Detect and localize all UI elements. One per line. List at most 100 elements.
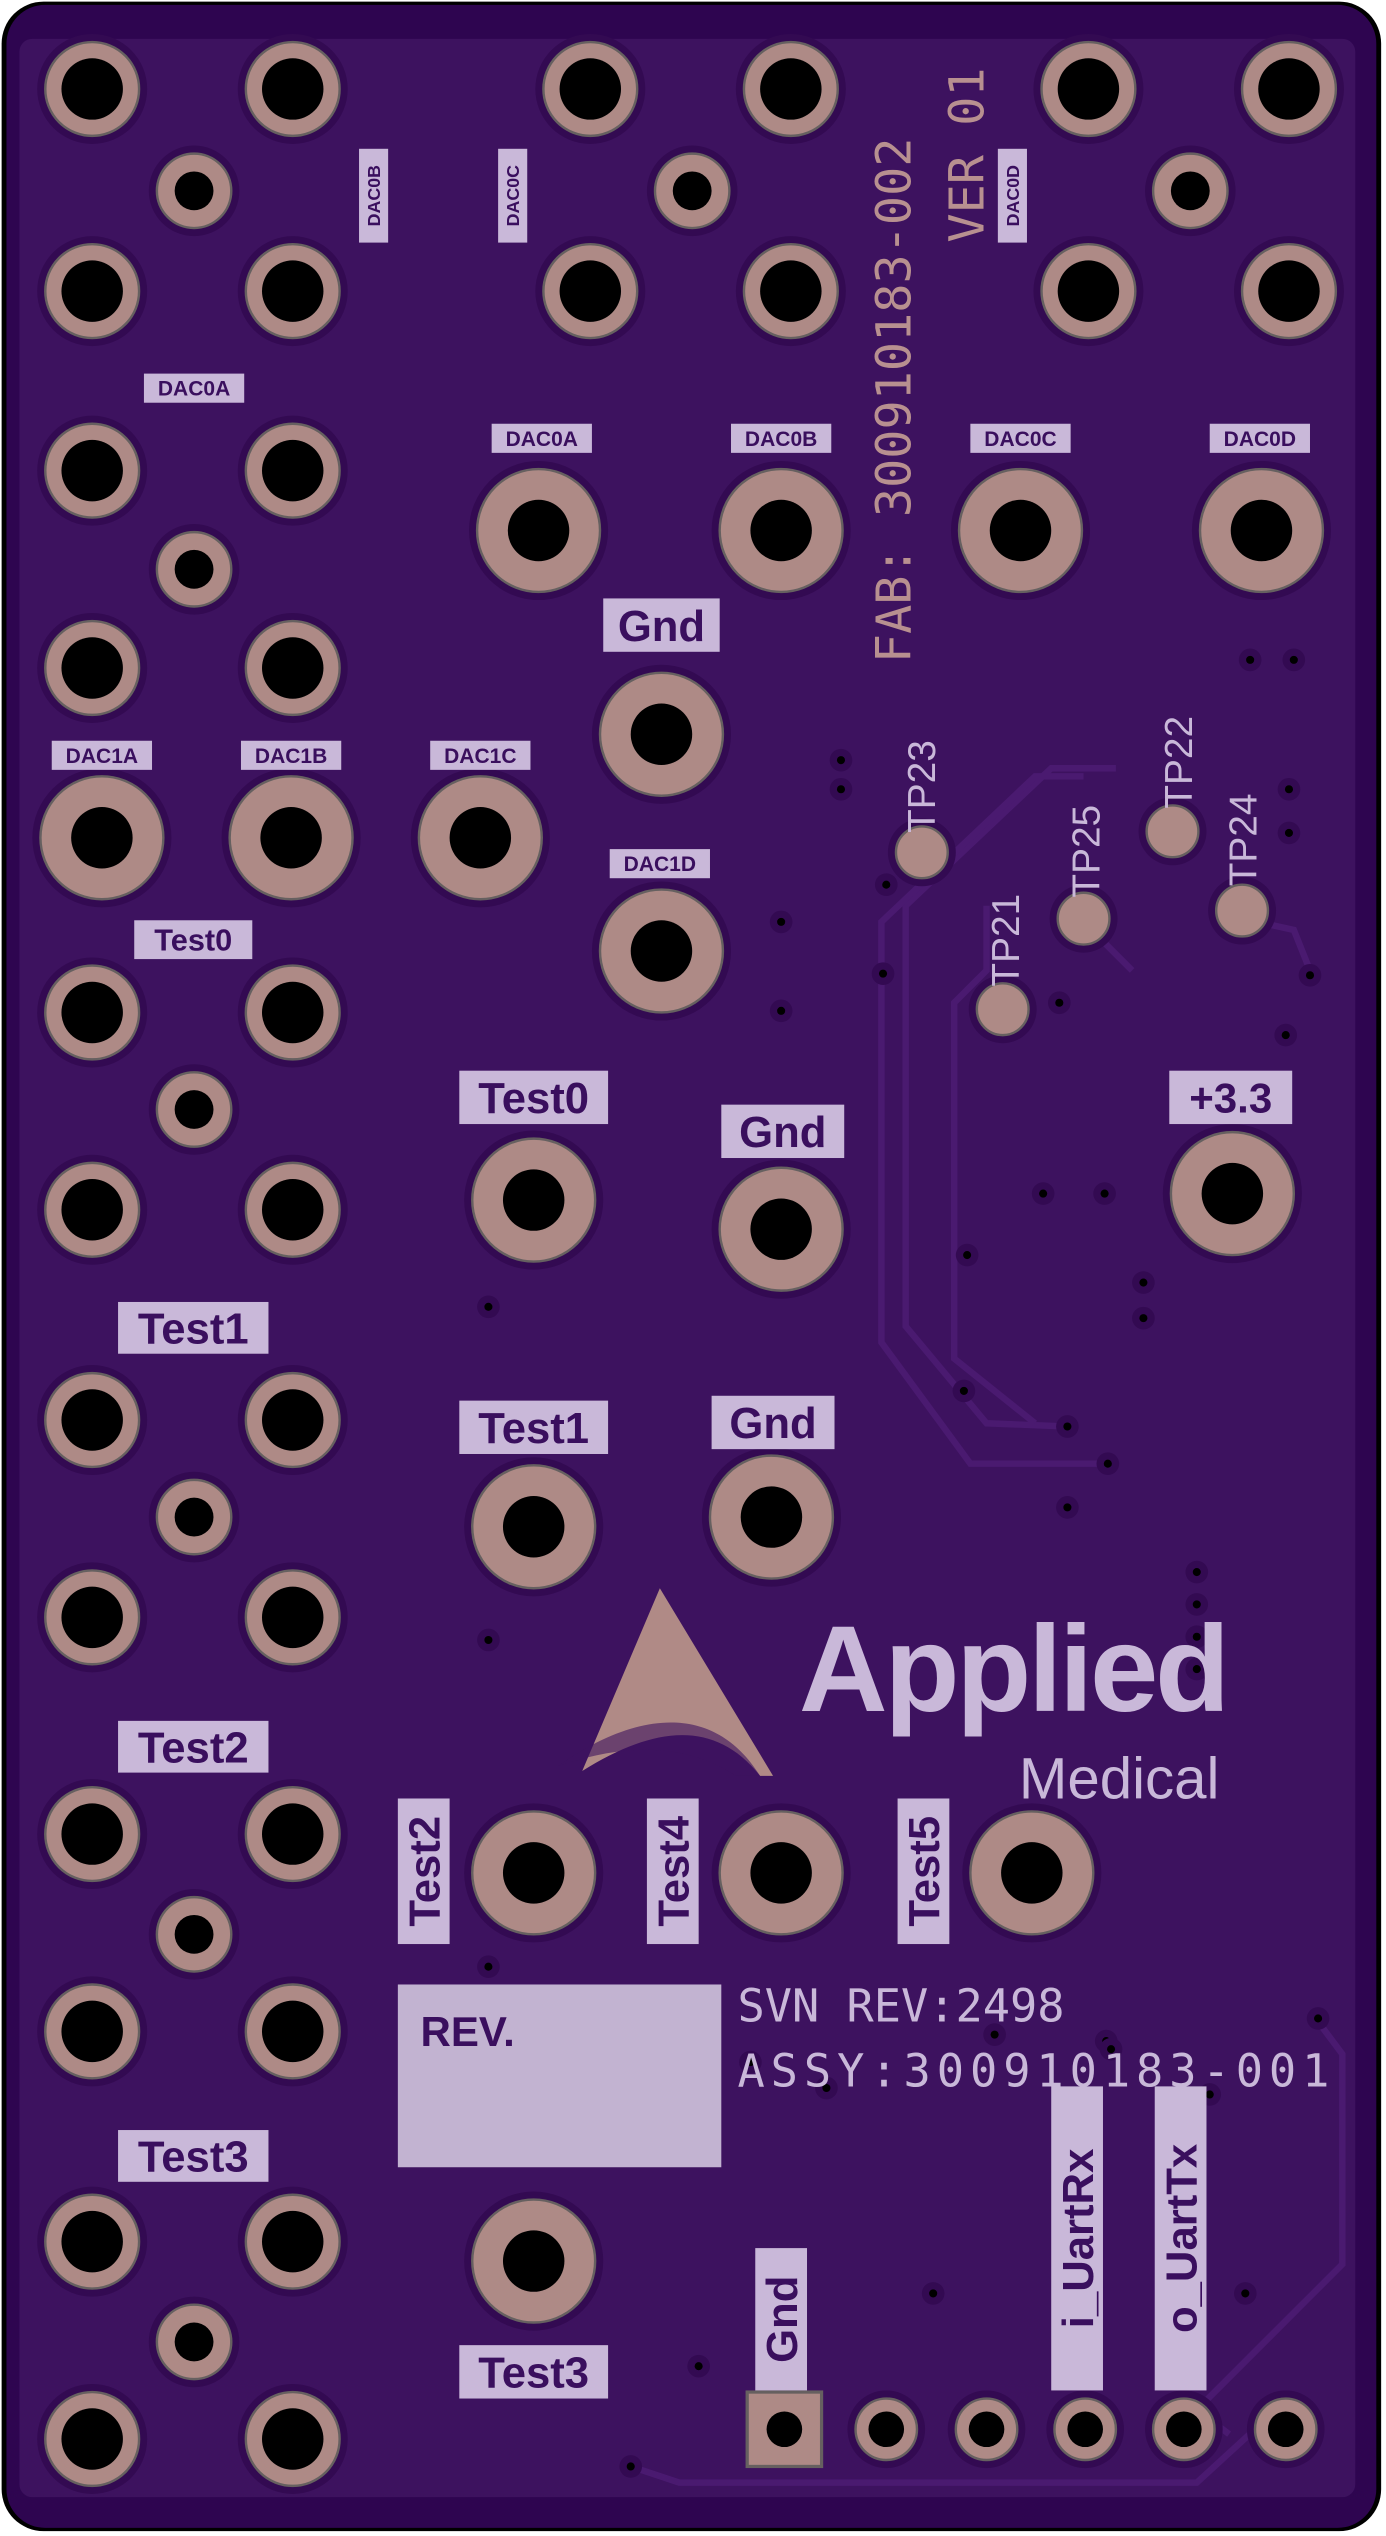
- label-text: Test0: [478, 1074, 589, 1123]
- uart-header: [745, 2390, 824, 2469]
- through-hole-pad: [237, 1976, 348, 2087]
- label-test0-left: Test0: [134, 920, 253, 960]
- label-test2: Test2: [397, 1798, 450, 1945]
- label-dac0d: DAC0D: [1209, 423, 1310, 453]
- test-point-pad: [1049, 884, 1118, 953]
- label-text: Gnd: [758, 2276, 807, 2363]
- label-test3: Test3: [459, 2345, 609, 2399]
- through-hole-pad: [237, 1154, 348, 1265]
- label-text: Test4: [650, 1815, 699, 1927]
- applied-medical-logo: Applied Medical: [557, 1588, 1230, 1811]
- label-test4: Test4: [646, 1798, 699, 1945]
- label-test3-left: Test3: [118, 2130, 269, 2182]
- through-hole-pad: [37, 612, 148, 723]
- through-hole-pad: [148, 524, 240, 615]
- label-dac1a: DAC1A: [51, 740, 153, 770]
- label-text: DAC1D: [624, 853, 696, 876]
- label-dac0a-left: DAC0A: [143, 373, 245, 403]
- test-pad: [701, 1447, 841, 1587]
- through-hole-pad: [237, 1779, 348, 1890]
- label-tp24: TP24: [1223, 794, 1266, 887]
- label-text: Test3: [138, 2133, 249, 2182]
- through-hole-pad: [148, 1889, 240, 1980]
- through-hole-pad: [237, 957, 348, 1068]
- label-uart-rx: i_UartRx: [1051, 2086, 1103, 2391]
- through-hole-pad: [37, 1154, 148, 1265]
- through-hole-pad: [37, 33, 148, 144]
- test-point-pad: [887, 818, 956, 887]
- label-text: DAC0D: [1224, 428, 1296, 451]
- label-text: Gnd: [739, 1108, 826, 1157]
- label-tp21: TP21: [985, 894, 1028, 987]
- test-pad: [591, 664, 732, 804]
- version-text: VER 01: [939, 67, 995, 242]
- through-hole-pad: [735, 33, 846, 144]
- label-dac1c: DAC1C: [430, 740, 531, 770]
- test-pad: [469, 460, 609, 601]
- header-pin: [947, 2390, 1026, 2469]
- label-text: Test2: [400, 1816, 449, 1927]
- through-hole-pad: [535, 236, 646, 347]
- label-tp23: TP23: [901, 740, 944, 833]
- label-dac0a: DAC0A: [491, 423, 592, 453]
- rev-label: REV.: [420, 2008, 514, 2055]
- header-pin: [847, 2390, 926, 2469]
- label-dac1d: DAC1D: [609, 849, 710, 879]
- label-text: Test1: [138, 1305, 249, 1354]
- label-text: Test0: [154, 923, 232, 958]
- through-hole-pad: [148, 145, 240, 237]
- through-hole-pad: [37, 1976, 148, 2087]
- header-pin: [1246, 2390, 1325, 2469]
- test-pad: [221, 768, 361, 908]
- label-text: DAC1C: [444, 745, 516, 768]
- label-dac0c-v: DAC0C: [498, 148, 528, 243]
- through-hole-pad: [1033, 236, 1144, 347]
- test-pad: [962, 1803, 1102, 1943]
- label-test0: Test0: [459, 1070, 609, 1125]
- through-hole-pad: [735, 236, 846, 347]
- label-text: o_UartTx: [1157, 2144, 1206, 2333]
- label-test1-left: Test1: [118, 1301, 269, 1354]
- through-hole-pad: [237, 415, 348, 526]
- label-test1: Test1: [459, 1400, 609, 1454]
- label-dac0b: DAC0B: [731, 423, 832, 453]
- label-text: i_UartRx: [1054, 2149, 1103, 2329]
- label-text: DAC0A: [158, 378, 230, 401]
- test-pad: [464, 1457, 604, 1597]
- through-hole-pad: [237, 2186, 348, 2297]
- through-hole-pad: [1033, 33, 1144, 144]
- label-test5: Test5: [897, 1798, 950, 1945]
- label-tp25: TP25: [1066, 805, 1109, 898]
- test-pad: [591, 881, 732, 1021]
- label-uart-tx: o_UartTx: [1154, 2086, 1207, 2391]
- test-point-pad: [968, 975, 1037, 1044]
- label-gnd3: Gnd: [711, 1395, 835, 1450]
- through-hole-pad: [237, 612, 348, 723]
- label-text: Test2: [138, 1723, 249, 1772]
- rev-box: [397, 1984, 722, 2168]
- through-hole-pad: [37, 2186, 148, 2297]
- label-text: Test1: [478, 1404, 589, 1453]
- through-hole-pad: [148, 2296, 240, 2388]
- test-pad: [711, 1803, 851, 1943]
- through-hole-pad: [237, 2383, 348, 2494]
- test-pad: [464, 1803, 604, 1943]
- logo-medical: Medical: [1019, 1746, 1220, 1811]
- test-pad: [464, 2191, 604, 2331]
- header-pin: [1046, 2390, 1125, 2469]
- through-hole-pad: [37, 236, 148, 347]
- label-text: DAC1A: [66, 745, 138, 768]
- through-hole-pad: [37, 1779, 148, 1890]
- test-pad: [410, 768, 550, 908]
- through-hole-pad: [37, 2383, 148, 2494]
- through-hole-pad: [37, 415, 148, 526]
- svn-rev: SVN REV:2498: [737, 1980, 1064, 2033]
- through-hole-pad: [37, 1562, 148, 1673]
- label-text: +3.3: [1189, 1075, 1272, 1122]
- through-hole-pad: [237, 236, 348, 347]
- label-text: DAC0B: [364, 165, 384, 226]
- label-dac0c: DAC0C: [970, 423, 1071, 453]
- through-hole-pad: [1145, 145, 1236, 237]
- test-pad: [950, 460, 1091, 601]
